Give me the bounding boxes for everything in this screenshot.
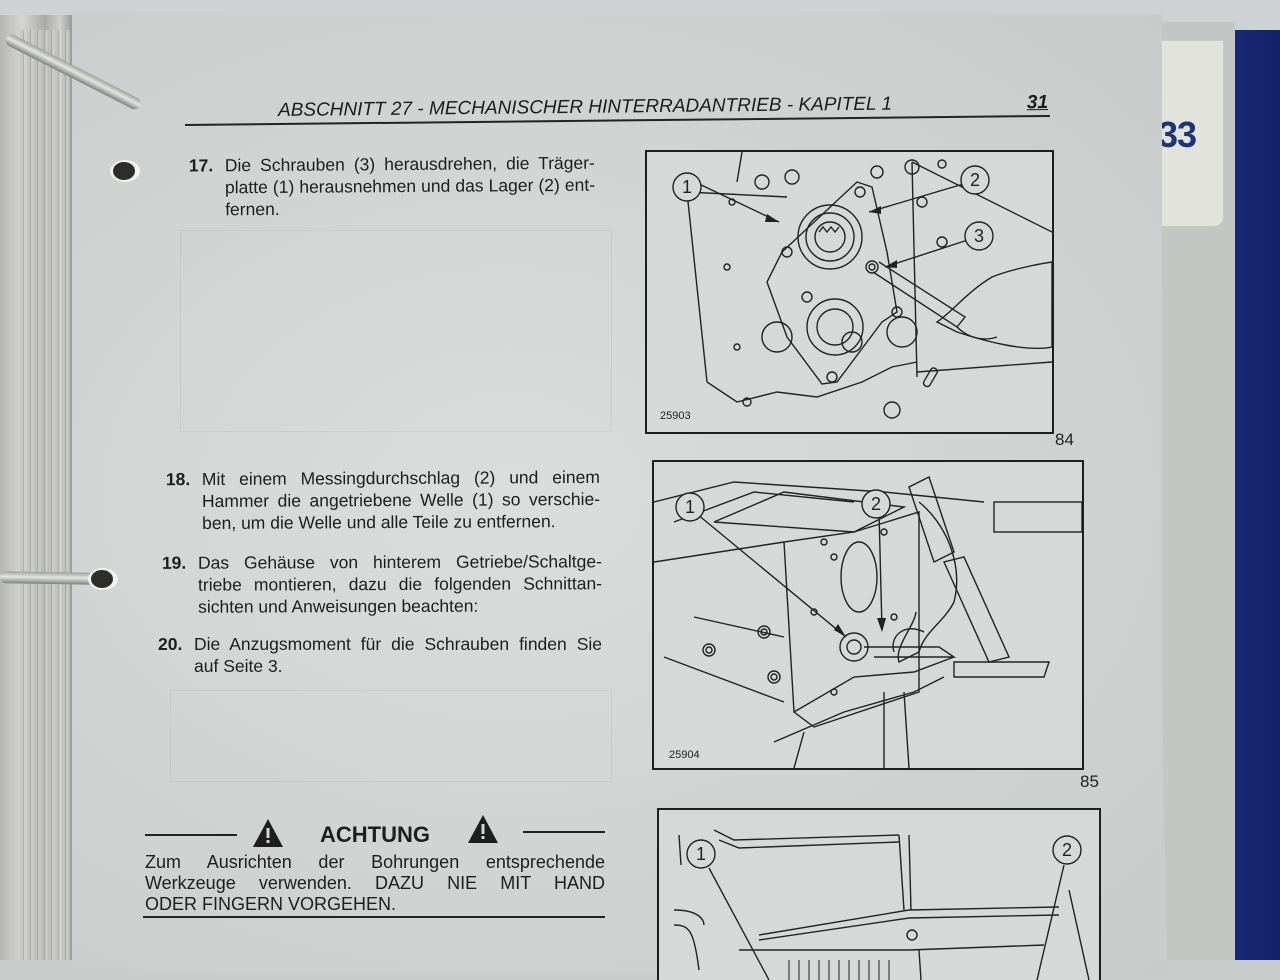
figure-code: 25903: [660, 410, 691, 422]
callout-1: 1: [696, 844, 706, 864]
figure-number: 84: [1055, 430, 1074, 449]
warning-rule-left: [145, 834, 237, 836]
figure-code: 25904: [669, 749, 700, 761]
step-19: 19. Das Gehäuse von hinterem Getriebe/Sc…: [161, 551, 603, 617]
warning-rule-right: [523, 831, 605, 833]
step-18: 18. Mit einem Messingdurchschlag (2) und…: [165, 466, 601, 534]
figure-85: 1 2 25904: [652, 460, 1084, 770]
figure-partial: 1 2: [657, 808, 1101, 980]
callout-1: 1: [682, 177, 692, 197]
binder-hole-top: [110, 160, 140, 182]
illustration-shaft-removal: 1 2: [654, 476, 1082, 768]
callout-2: 2: [1062, 840, 1072, 860]
illustration-bearing-plate: 1 2 3: [672, 152, 1052, 419]
warning-text: Zum Ausrichten der Bohrungen entsprechen…: [145, 852, 605, 914]
warning-triangle-icon: [253, 819, 283, 847]
binder-hole-bottom: [88, 568, 118, 590]
page-stack-edges: [20, 30, 70, 960]
illustration-partial: 1 2: [673, 829, 1090, 980]
tab-divider[interactable]: [1150, 40, 1224, 227]
warning-heading: ACHTUNG: [145, 815, 605, 852]
callout-2: 2: [871, 494, 881, 514]
page-number: 31: [1026, 91, 1049, 114]
warning-title: ACHTUNG: [320, 822, 430, 847]
figure-84: 1 2 3 25903: [645, 150, 1054, 434]
step-20: 20. Die Anzugsmoment für die Schrauben f…: [158, 634, 602, 676]
tab-number: 33: [1158, 114, 1197, 155]
callout-1: 1: [685, 497, 695, 517]
callout-2: 2: [970, 170, 980, 190]
callout-3: 3: [974, 226, 984, 246]
figure-number: 85: [1080, 772, 1099, 791]
warning-rule-bottom: [143, 916, 605, 918]
step-17: 17. Die Schrauben (3) herausdrehen, die …: [188, 152, 596, 220]
warning-triangle-icon: [468, 815, 498, 843]
